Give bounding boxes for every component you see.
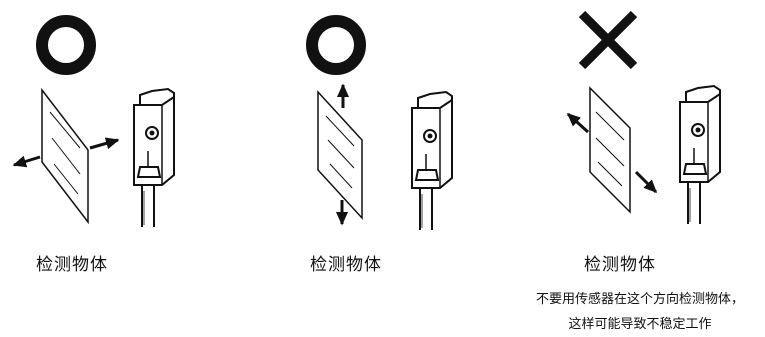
warning-note-line-2: 这样可能导致不稳定工作 — [568, 317, 712, 332]
warning-note-line-1: 不要用传感器在这个方向检测物体， — [535, 292, 744, 307]
photoelectric-sensor — [133, 88, 175, 228]
move-diagonal-up-arrow — [566, 112, 590, 134]
move-diagonal-down-arrow — [634, 170, 658, 194]
panel-2-caption: 检测物体 — [310, 255, 382, 275]
panel-2 — [306, 15, 453, 231]
target-object — [589, 86, 631, 214]
move-left-arrow — [12, 155, 41, 168]
move-right-arrow — [89, 137, 120, 150]
panel-1 — [12, 15, 175, 228]
target-object — [317, 90, 363, 220]
circle-ok-icon — [36, 15, 96, 75]
cross-ng-icon — [578, 10, 638, 70]
circle-ok-icon — [306, 15, 366, 75]
panel-1-caption: 检测物体 — [36, 255, 108, 275]
panel-3-caption: 检测物体 — [584, 255, 656, 275]
panel-3 — [566, 10, 721, 225]
photoelectric-sensor — [411, 91, 453, 231]
photoelectric-sensor — [679, 85, 721, 225]
target-object — [41, 87, 89, 225]
